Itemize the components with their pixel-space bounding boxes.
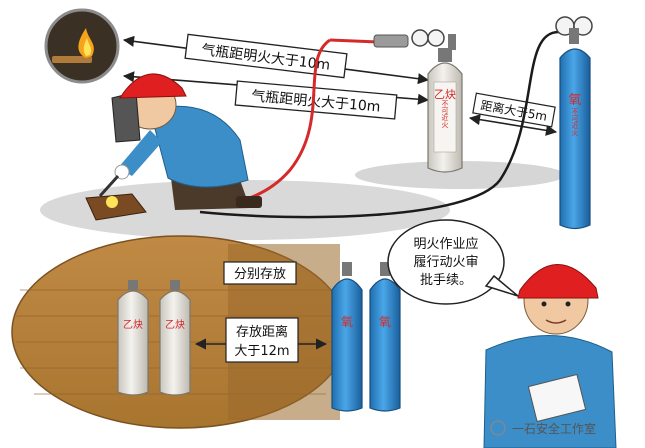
speech-bubble-line3: 批手续。 (420, 273, 472, 288)
fire-distance-label-mid: 气瓶距明火大于10m (234, 80, 398, 120)
ground-shadow-cylinders (355, 161, 565, 189)
oxygen-cylinder-top: 氧 不可近火 (555, 16, 593, 230)
store-separately-label: 分别存放 (223, 261, 297, 285)
black-hose (199, 30, 561, 219)
cylinder-distance-label: 距离大于5m (472, 92, 556, 128)
acetylene-cylinder-top: 乙炔 不可近火 (427, 48, 463, 173)
welding-workpiece (85, 193, 147, 221)
oxygen-warning-top: 不可近火 (571, 108, 579, 136)
storage-distance-label: 存放距离 大于12m (225, 317, 299, 363)
ground-shadow-welder (40, 180, 450, 240)
acetylene-cylinder-stored-2: 乙炔 (159, 280, 191, 396)
acetylene-label-top: 乙炔 (434, 88, 456, 101)
oxygen-label-top: 氧 (568, 93, 581, 108)
open-flame-icon (44, 8, 120, 84)
acetylene-label-stored-1: 乙炔 (123, 319, 143, 331)
oxygen-cylinder-stored-2: 氧 (369, 262, 401, 412)
speech-bubble-line1: 明火作业应 (413, 236, 478, 252)
store-separately-text: 分别存放 (234, 267, 286, 282)
oxygen-cylinder-stored-1: 氧 (331, 262, 363, 412)
cylinder-distance-arrow (468, 114, 558, 136)
red-hose-connector (329, 38, 379, 44)
oxygen-label-stored-1: 氧 (341, 315, 353, 329)
watermark-text: 一石安全工作室 (512, 421, 596, 436)
welder-figure (98, 73, 262, 210)
oxygen-label-stored-2: 氧 (379, 315, 391, 329)
speech-bubble: 明火作业应 履行动火审 批手续。 (387, 219, 519, 305)
storage-distance-line2: 大于12m (234, 344, 289, 359)
acetylene-regulator-icon (373, 29, 456, 50)
fire-distance-label-top: 气瓶距明火大于10m (184, 33, 348, 79)
acetylene-cylinder-stored-1: 乙炔 (117, 280, 149, 396)
speech-bubble-line2: 履行动火审 (413, 255, 478, 270)
acetylene-label-stored-2: 乙炔 (165, 319, 185, 331)
storage-distance-line1: 存放距离 (236, 324, 288, 340)
watermark: 一石安全工作室 (490, 420, 596, 436)
inspector-figure (483, 264, 617, 448)
acetylene-warning-top: 不可近火 (441, 100, 449, 128)
